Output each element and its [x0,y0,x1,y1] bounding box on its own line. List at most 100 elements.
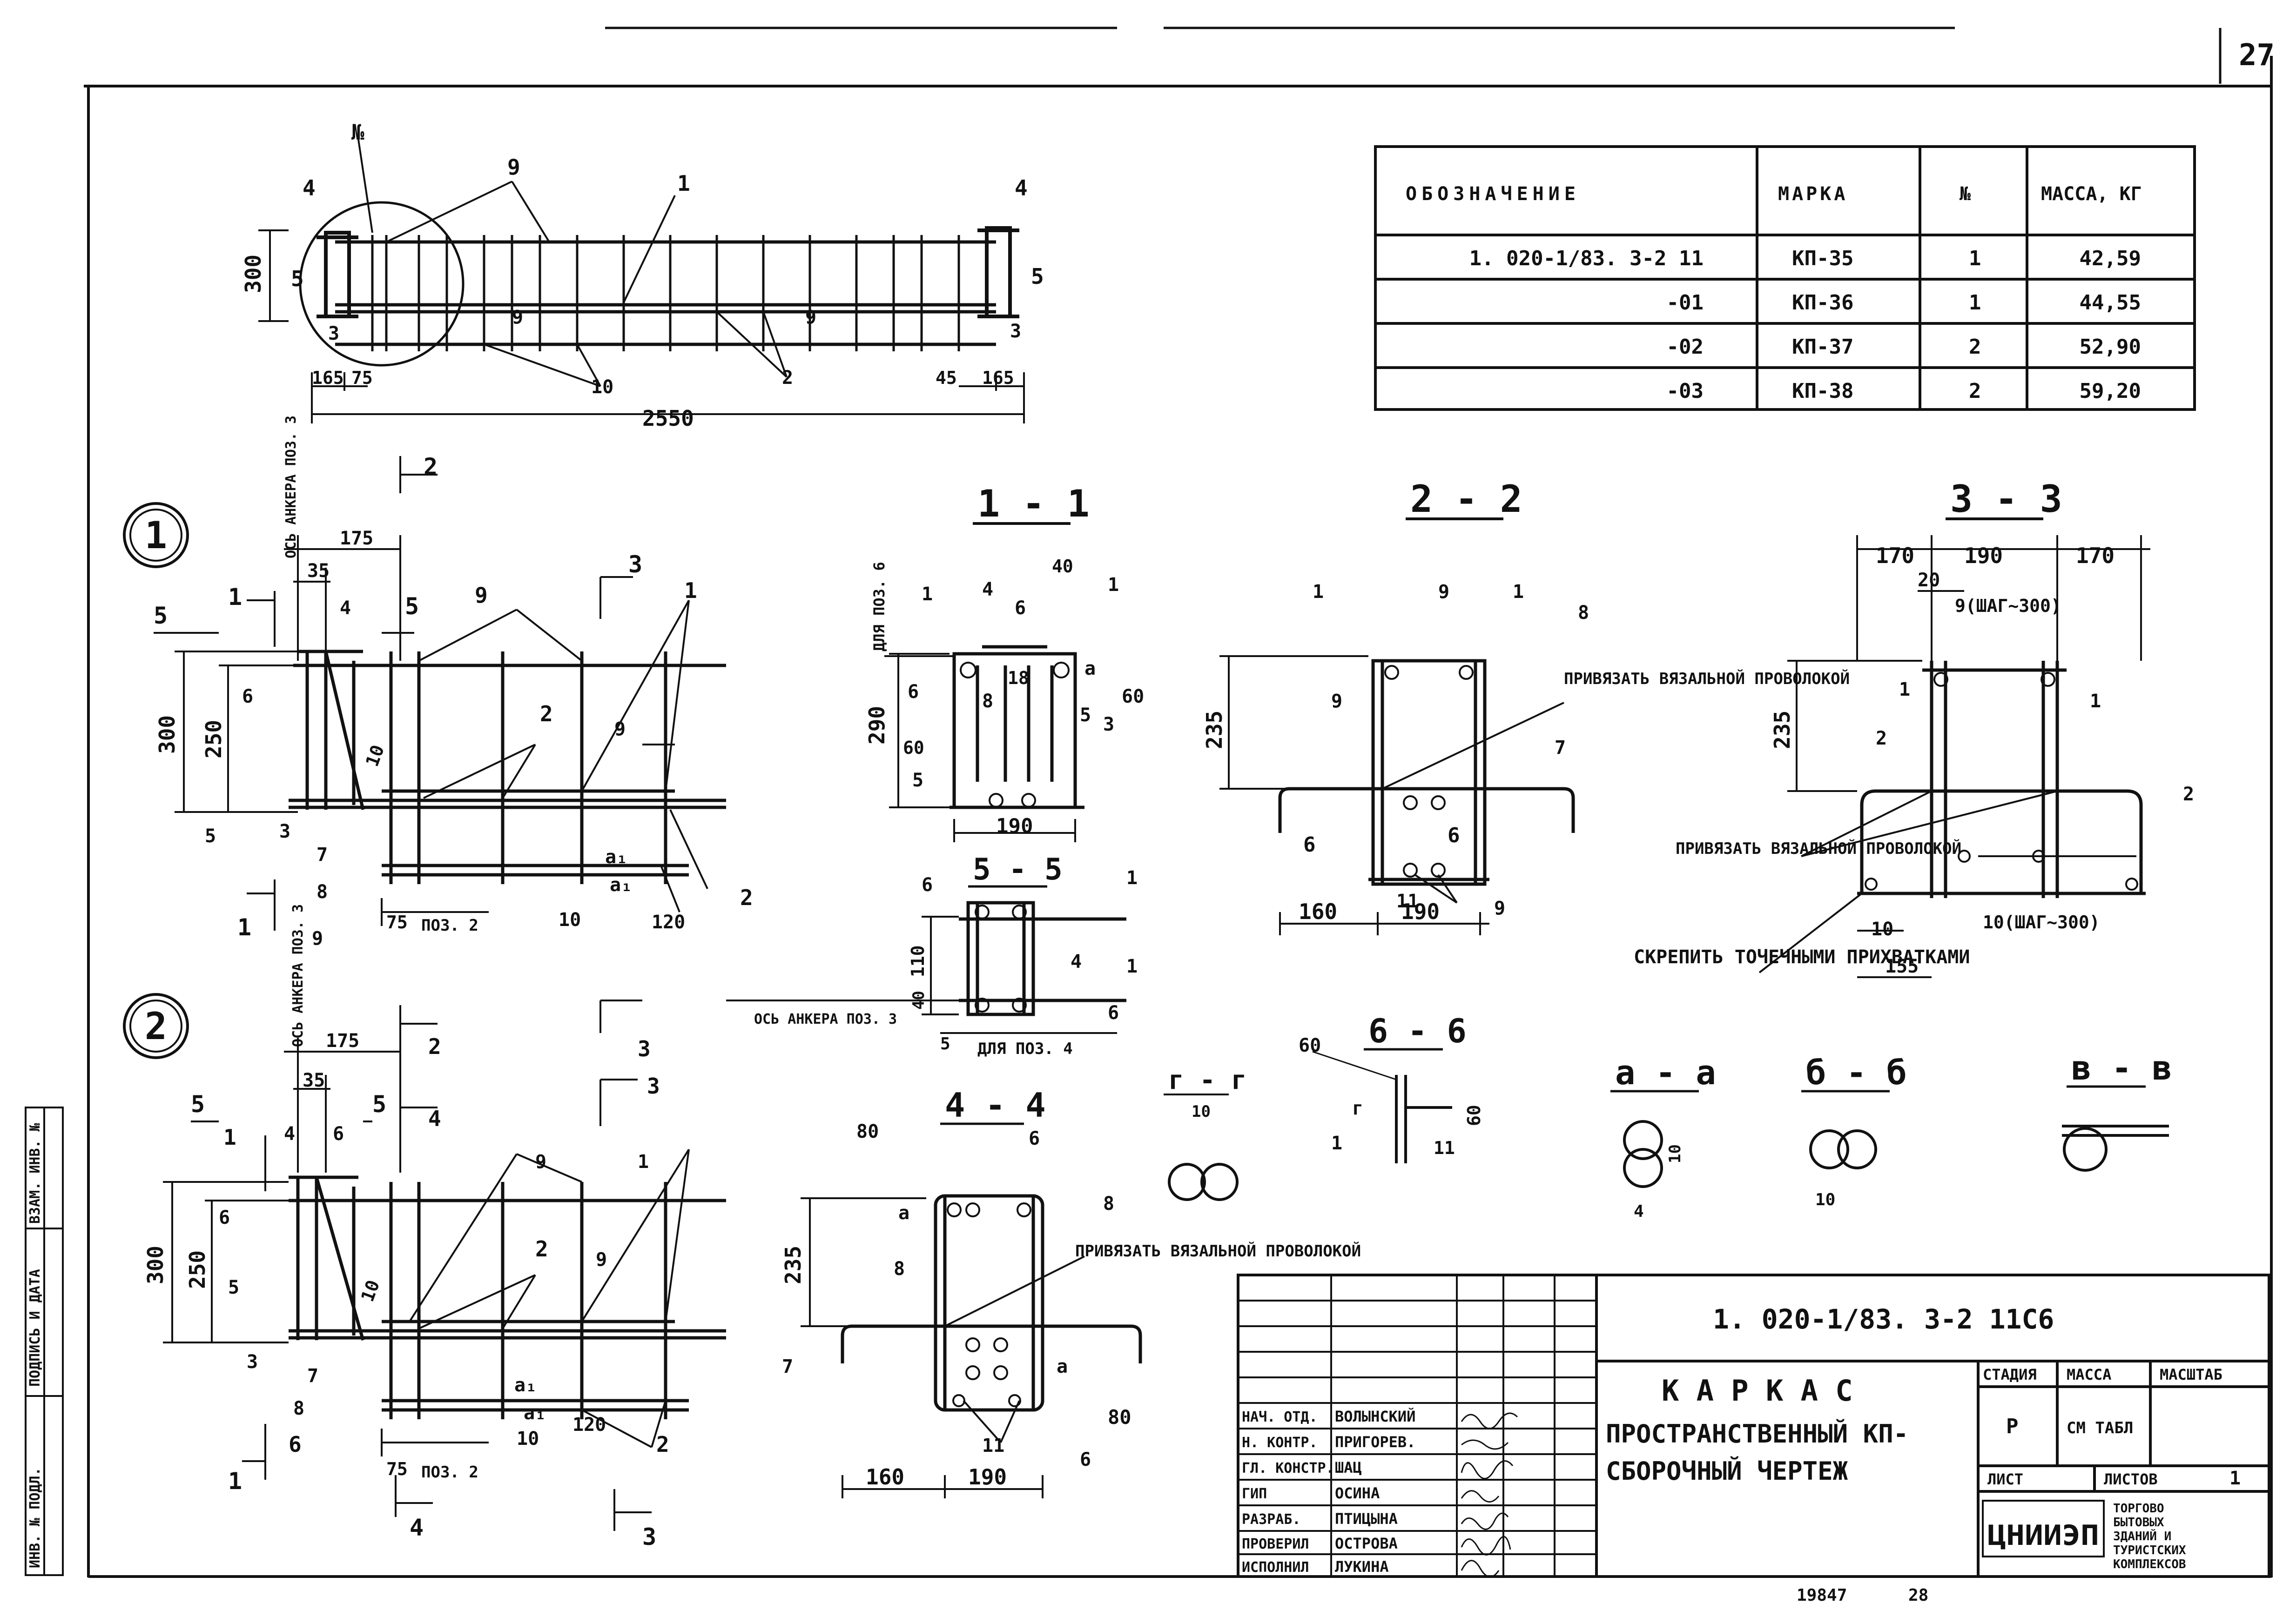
view-1-dim-120: 120 [652,912,685,933]
view-2-section-3a: 3 [638,1036,651,1061]
section-5-5-mark-4: 4 [1071,951,1082,973]
section-3-3-mark-2b: 2 [2183,784,2194,805]
spec-cell-num: 1 [1969,291,1981,315]
view-1-pos2: ПОЗ. 2 [421,916,478,935]
title-block-title-2: ПРОСТРАНСТВЕННЫЙ КП- [1606,1419,1908,1449]
staff-signature [1461,1412,1518,1429]
view-1-section-2: 2 [424,453,438,480]
spec-row: 1. 020-1/83. 3-2 11 КП-35 1 42,59 [1469,247,2141,270]
top-mark-9: 9 [507,154,520,180]
side-stamp: ИНВ. № ПОДЛ. ПОДПИСЬ И ДАТА ВЗАМ. ИНВ. № [25,1107,64,1576]
title-block-org-desc-1: ТОРГОВО [2113,1502,2164,1516]
section-4-4-mark-8a: 8 [894,1258,905,1280]
title-block-sheets: 1 [2229,1468,2241,1489]
spec-cell-mass: 52,90 [2080,335,2141,359]
view-1-dim-300: 300 [155,715,180,754]
section-5-5-dim-5: 5 [940,1034,950,1054]
view-2-section-5a: 5 [191,1091,205,1118]
section-g-g: г - г 10 [1164,1065,1247,1201]
section-3-3-dim-235: 235 [1770,711,1795,749]
top-mark-5-right: 5 [1031,264,1044,289]
spec-cell-designation: 1. 020-1/83. 3-2 11 [1469,247,1704,270]
title-block-org-logo: ЦНИИЭП [1987,1519,2099,1552]
stamp-vzam-inv: ВЗАМ. ИНВ. № [27,1122,43,1224]
top-mark-2: 2 [782,367,793,389]
section-5-5: 5 - 5 110 40 5 ДЛЯ ПОЗ. 4 ОСЬ АНКЕРА ПОЗ… [726,852,1138,1058]
title-block-code: 1. 020-1/83. 3-2 11С6 [1713,1303,2054,1335]
section-5-5-anchor-axis: ОСЬ АНКЕРА ПОЗ. 3 [754,1011,897,1027]
spec-cell-designation: -03 [1667,379,1704,403]
page-number: 27 [2239,38,2275,73]
spec-cell-mass: 44,55 [2080,291,2141,315]
section-3-3-dim-155: 155 [1885,956,1919,977]
footer-number-1: 19847 [1797,1586,1847,1605]
view-2-mark-a1a: a₁ [514,1375,537,1396]
view-1-section-5b: 5 [405,593,419,620]
spec-header-mass: МАССА, КГ [2041,183,2142,205]
view-1-mark-7: 7 [317,844,328,866]
staff-signature [1461,1512,1509,1530]
top-mark-10: 10 [591,376,613,398]
view-1-dim-175: 175 [340,528,373,549]
view-2-section-1b: 1 [228,1468,242,1495]
staff-role: НАЧ. ОТД. [1242,1409,1318,1425]
view-1-mark-6: 6 [242,686,253,707]
staff-row: ПРОВЕРИЛ ОСТРОВА [1242,1535,1511,1556]
staff-name: ПРИГОРЕВ. [1335,1433,1415,1451]
top-dim-45: 45 [936,368,957,388]
section-1-1-mark-1b: 1 [1108,574,1119,596]
view-2-anchor-axis: ОСЬ АНКЕРА ПОЗ. 3 [290,904,306,1047]
top-dim-75: 75 [351,368,373,388]
spec-row: -01 КП-36 1 44,55 [1667,291,2141,315]
section-5-5-mark-1b: 1 [1126,956,1138,977]
staff-row: ГЛ. КОНСТР. ШАЦ [1242,1459,1514,1479]
section-1-1-dim-40: 40 [1052,556,1073,577]
section-3-3-mark-1b: 1 [2090,691,2101,712]
view-1-dim-35: 35 [307,560,330,582]
section-2-2-title: 2 - 2 [1410,477,1522,521]
stamp-sign-date: ПОДПИСЬ И ДАТА [27,1269,43,1387]
section-b-b-dim-10: 10 [1815,1190,1835,1209]
view-2-mark-9b: 9 [596,1249,607,1270]
spec-cell-mark: КП-38 [1792,379,1853,403]
view-1-mark-9: 9 [475,583,488,608]
section-2-2-dim-235: 235 [1202,711,1227,749]
section-1-1-mark-6a: 6 [1015,597,1026,619]
title-block-stage-label: СТАДИЯ [1983,1366,2037,1383]
view-2-section-1a: 1 [223,1125,236,1150]
view-1-dim-250: 250 [201,720,226,758]
view-2-mark-9: 9 [535,1151,546,1173]
section-1-1-dim-290: 290 [864,706,889,745]
top-dim-165-right: 165 [982,368,1014,388]
section-g-g-dim-10: 10 [1192,1102,1211,1121]
staff-role: ИСПОЛНИЛ [1242,1559,1309,1576]
view-2-mark-1: 1 [638,1151,649,1173]
view-2-mark-a1b: a₁ [524,1403,546,1424]
title-block-org-desc-3: ЗДАНИЙ И [2113,1529,2171,1543]
section-4-4-dim-80b: 80 [1108,1406,1131,1429]
view-1-section-3: 3 [628,551,642,578]
section-a-a-title: а - а [1615,1053,1716,1092]
spec-cell-mark: КП-37 [1792,335,1853,359]
staff-signature [1461,1490,1500,1503]
section-3-3-note2-text: СКРЕПИТЬ ТОЧЕЧНЫМИ ПРИХВАТКАМИ [1634,946,1970,968]
section-4-4-mark-7: 7 [782,1356,793,1377]
spec-cell-designation: -01 [1667,291,1704,315]
view-2: 2 ОСЬ АНКЕРА ПОЗ. 3 [123,904,726,1550]
section-2-2-note-text: ПРИВЯЗАТЬ ВЯЗАЛЬНОЙ ПРОВОЛОКОЙ [1564,669,1850,688]
view-1-section-1b: 1 [237,914,251,941]
section-1-1-mark-8: 8 [982,691,993,712]
view-1-mark-1: 1 [684,578,697,603]
section-4-4: 4 - 4 80 235 160 190 80 ПРИВЯЗАТЬ ВЯЗАЛ [781,1086,1361,1498]
section-4-4-dim-190: 190 [968,1464,1007,1490]
title-block-sheet-label: ЛИСТ [1987,1470,2023,1488]
view-2-section-4b: 4 [410,1514,424,1541]
title-block-org-desc-2: БЫТОВЫХ [2113,1516,2164,1530]
section-2-2-dim-160: 160 [1299,899,1337,924]
section-b-b-title: б - б [1806,1053,1907,1092]
view-2-badge: 2 [145,1005,167,1048]
section-4-4-mark-8b: 8 [1103,1193,1114,1215]
staff-role: ГЛ. КОНСТР. [1242,1460,1334,1476]
title-block-stage: Р [2006,1415,2019,1438]
top-mark-5-left: 5 [291,266,304,291]
